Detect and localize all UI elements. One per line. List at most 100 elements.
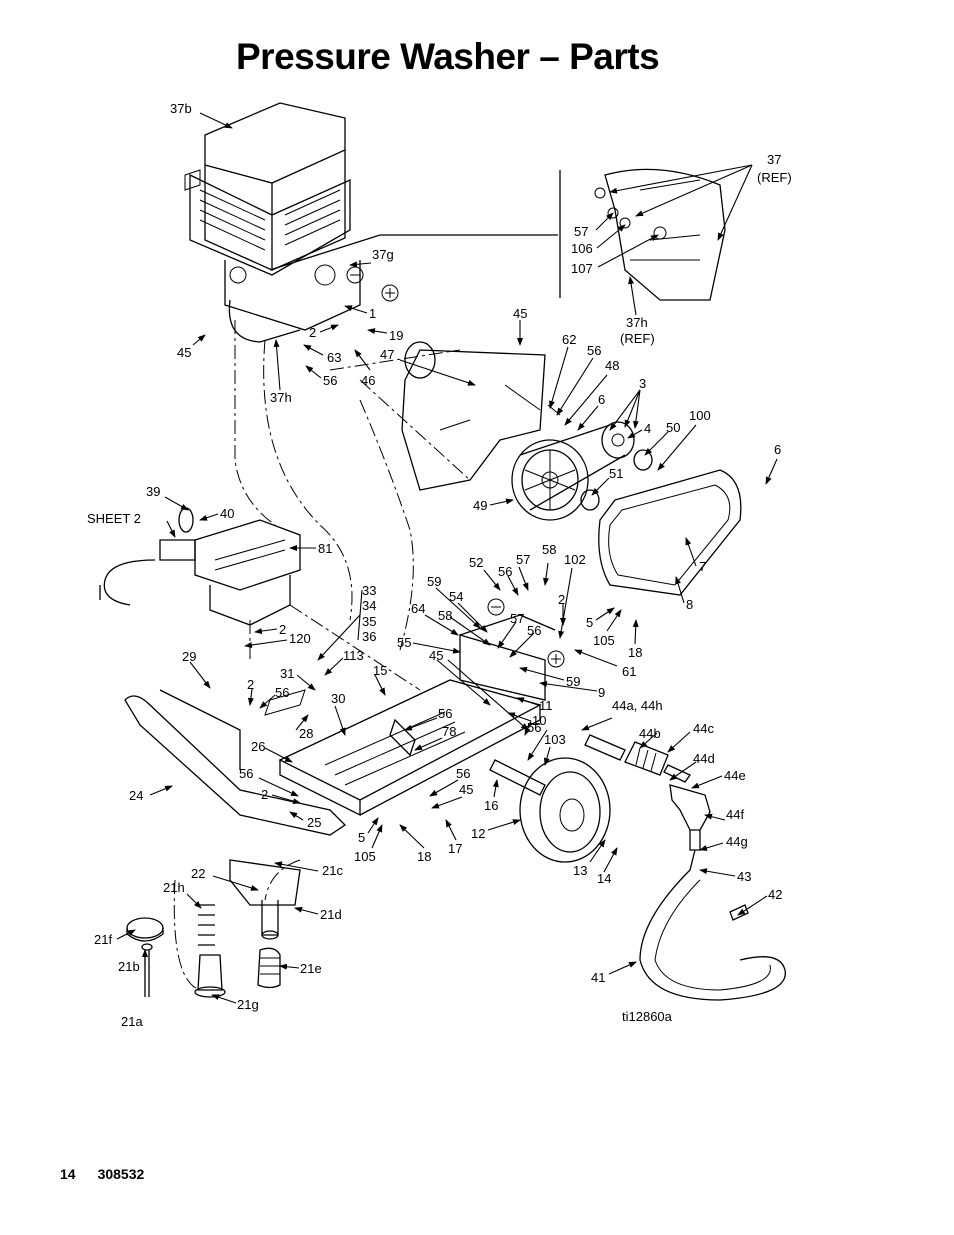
callout-2: 2 (309, 325, 316, 340)
wheel-assembly (489, 757, 611, 863)
pulley-assembly (504, 384, 653, 521)
callout-15: 15 (373, 663, 387, 678)
engine-assembly (184, 102, 361, 343)
leader-lines (116, 112, 778, 1004)
callout-102: 102 (564, 552, 586, 567)
callout-26: 26 (251, 739, 265, 754)
callout-18: 18 (628, 645, 642, 660)
callout-57: 57 (510, 611, 524, 626)
callout-41: 41 (591, 970, 605, 985)
callout-58: 58 (542, 542, 556, 557)
callout-56: 56 (323, 373, 337, 388)
callout-44e: 44e (724, 768, 746, 783)
callout-5: 5 (586, 615, 593, 630)
callout-8: 8 (686, 597, 693, 612)
callout-4: 4 (644, 421, 651, 436)
callout-2: 2 (247, 677, 254, 692)
callout-50: 50 (666, 420, 680, 435)
callout-37h: 37h (270, 390, 292, 405)
callout-44a-44h: 44a, 44h (612, 698, 663, 713)
callout-45: 45 (459, 782, 473, 797)
callout-52: 52 (469, 555, 483, 570)
callout-45: 45 (429, 648, 443, 663)
callout-54: 54 (449, 589, 463, 604)
callout-56: 56 (275, 685, 289, 700)
callout-62: 62 (562, 332, 576, 347)
callout-34: 34 (362, 598, 376, 613)
callout-21d: 21d (320, 907, 342, 922)
callout-37b: 37b (170, 101, 192, 116)
document-number: 308532 (97, 1166, 145, 1182)
callout-57: 57 (516, 552, 530, 567)
page-title: Pressure Washer – Parts (236, 36, 660, 77)
callout-17: 17 (448, 841, 462, 856)
belt-guard-front (598, 469, 742, 596)
callout-113: 113 (343, 648, 364, 663)
callout-43: 43 (737, 869, 751, 884)
callout-11: 11 (539, 698, 553, 713)
callout-16: 16 (484, 798, 498, 813)
callout-58: 58 (438, 608, 452, 623)
callout-56: 56 (438, 706, 452, 721)
callout-56: 56 (239, 766, 253, 781)
callout-sheet-2: SHEET 2 (87, 511, 141, 526)
callout-100: 100 (689, 408, 711, 423)
belt-guard-back (401, 341, 546, 491)
callout-30: 30 (331, 691, 345, 706)
callout-59: 59 (427, 574, 441, 589)
callout-25: 25 (307, 815, 321, 830)
callout-7: 7 (699, 559, 706, 574)
callout-56: 56 (587, 343, 601, 358)
callout-14: 14 (597, 871, 611, 886)
detail-callout (269, 168, 726, 301)
callout-28: 28 (299, 726, 313, 741)
callout-21c: 21c (322, 863, 343, 878)
callout-37-ref: (REF) (757, 170, 792, 185)
callout-19: 19 (389, 328, 403, 343)
callout-labels: 37b 37 (REF) 37g 57 106 107 37h (REF) 1 … (87, 101, 792, 1029)
callout-6: 6 (598, 392, 605, 407)
callout-1: 1 (369, 306, 376, 321)
callout-56: 56 (498, 564, 512, 579)
callout-3: 3 (639, 376, 646, 391)
callout-47: 47 (380, 347, 394, 362)
frame-assembly (124, 614, 556, 836)
callout-61: 61 (622, 664, 636, 679)
callout-51: 51 (609, 466, 623, 481)
callout-21f: 21f (94, 932, 112, 947)
spray-gun-assembly (584, 734, 786, 1001)
callout-2: 2 (279, 622, 286, 637)
callout-12: 12 (471, 826, 485, 841)
callout-42: 42 (768, 887, 782, 902)
callout-2: 2 (261, 787, 268, 802)
callout-5: 5 (358, 830, 365, 845)
callout-44f: 44f (726, 807, 744, 822)
callout-24: 24 (129, 788, 143, 803)
callout-106: 106 (571, 241, 593, 256)
callout-44b: 44b (639, 726, 661, 741)
callout-10: 10 (532, 713, 546, 728)
callout-56: 56 (527, 720, 541, 735)
callout-31: 31 (280, 666, 294, 681)
callout-2: 2 (558, 592, 565, 607)
callout-9: 9 (598, 685, 605, 700)
callout-35: 35 (362, 614, 376, 629)
callout-44d: 44d (693, 751, 715, 766)
callout-6: 6 (774, 442, 781, 457)
frame-fittings (264, 689, 416, 757)
callout-48: 48 (605, 358, 619, 373)
callout-40: 40 (220, 506, 234, 521)
callout-105: 105 (354, 849, 376, 864)
callout-105: 105 (593, 633, 615, 648)
callout-56: 56 (527, 623, 541, 638)
callout-45: 45 (177, 345, 191, 360)
callout-44g: 44g (726, 834, 748, 849)
callout-78: 78 (442, 724, 456, 739)
callout-21b: 21b (118, 959, 140, 974)
callout-39: 39 (146, 484, 160, 499)
callout-107: 107 (571, 261, 593, 276)
callout-55: 55 (397, 635, 411, 650)
callout-59: 59 (566, 674, 580, 689)
callout-120: 120 (289, 631, 311, 646)
